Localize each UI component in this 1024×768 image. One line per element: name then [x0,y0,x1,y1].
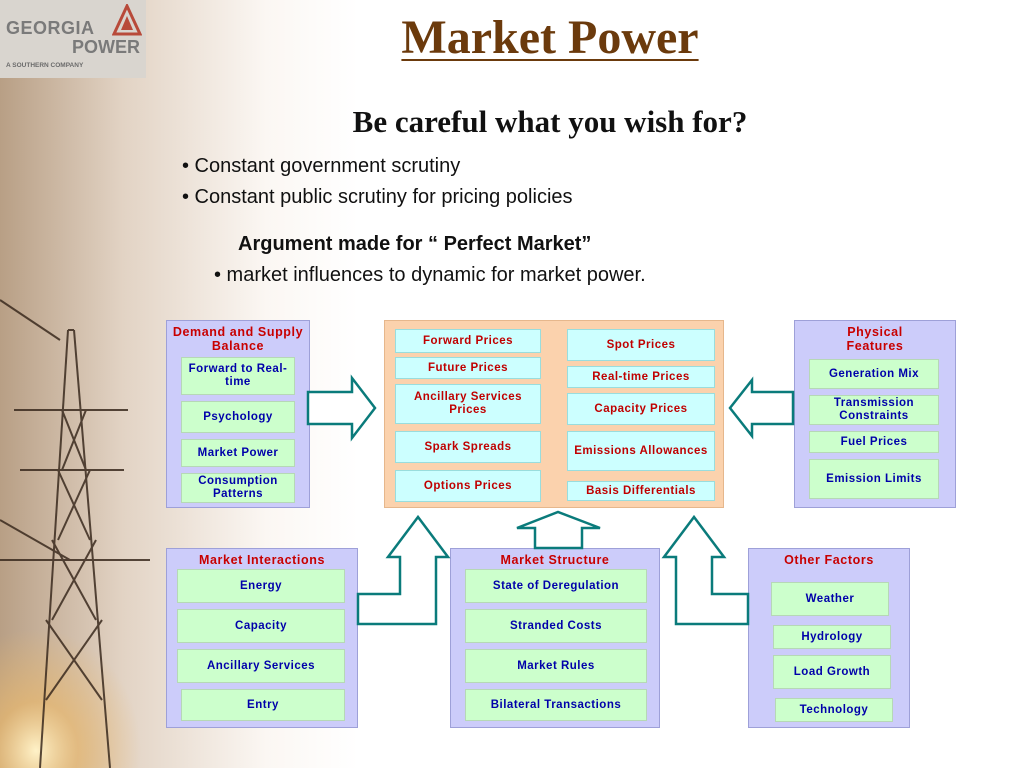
other-factors-panel: Other Factors Weather Hydrology Load Gro… [748,548,910,728]
demand-supply-title: Demand and Supply Balance [172,325,304,353]
physical-item: Fuel Prices [809,431,939,453]
logo-line1: GEORGIA [6,18,95,38]
prices-panel: Forward Prices Future Prices Ancillary S… [384,320,724,508]
interaction-item: Ancillary Services [177,649,345,683]
page-subtitle: Be careful what you wish for? [352,104,748,139]
price-item: Capacity Prices [567,393,715,425]
structure-item: Market Rules [465,649,647,683]
arrow-left-icon [728,376,795,440]
price-item: Ancillary Services Prices [395,384,541,424]
georgia-power-logo: GEORGIA POWER A SOUTHERN COMPANY [0,0,146,78]
other-item: Technology [775,698,893,722]
logo-triangle-icon [112,4,142,36]
physical-item: Generation Mix [809,359,939,389]
price-item: Options Prices [395,470,541,502]
structure-item: State of Deregulation [465,569,647,603]
physical-item: Transmission Constraints [809,395,939,425]
structure-item: Bilateral Transactions [465,689,647,721]
logo-line2: POWER [72,37,141,57]
interaction-item: Entry [181,689,345,721]
arrow-up-left-elbow-icon [356,514,451,626]
arrow-up-right-elbow-icon [661,514,750,626]
other-item: Load Growth [773,655,891,689]
price-item: Real-time Prices [567,366,715,388]
interaction-item: Capacity [177,609,345,643]
demand-item: Consumption Patterns [181,473,295,503]
physical-item: Emission Limits [809,459,939,499]
price-item: Future Prices [395,357,541,379]
other-item: Hydrology [773,625,891,649]
price-item: Spark Spreads [395,431,541,463]
physical-features-panel: Physical Features Generation Mix Transmi… [794,320,956,508]
market-structure-title: Market Structure [500,553,610,567]
price-item: Basis Differentials [567,481,715,501]
arrow-up-icon [516,510,601,550]
arrow-right-icon [306,374,377,442]
page-title: Market Power [401,11,699,64]
price-item: Emissions Allowances [567,431,715,471]
price-item: Spot Prices [567,329,715,361]
demand-item: Psychology [181,401,295,433]
transmission-tower-icon [0,299,150,768]
argument-heading: Argument made for “ Perfect Market” [238,233,592,255]
interaction-item: Energy [177,569,345,603]
demand-item: Forward to Real-time [181,357,295,395]
other-item: Weather [771,582,889,616]
market-structure-panel: Market Structure State of Deregulation S… [450,548,660,728]
structure-item: Stranded Costs [465,609,647,643]
market-interactions-panel: Market Interactions Energy Capacity Anci… [166,548,358,728]
logo-line3: A SOUTHERN COMPANY [6,62,84,69]
demand-item: Market Power [181,439,295,467]
argument-bullet: • market influences to dynamic for marke… [214,264,646,286]
price-item: Forward Prices [395,329,541,353]
market-interactions-title: Market Interactions [198,553,326,567]
bullet-2: • Constant public scrutiny for pricing p… [182,186,573,208]
bullet-1: • Constant government scrutiny [182,155,461,177]
other-factors-title: Other Factors [784,553,874,567]
physical-features-title: Physical Features [846,325,904,353]
